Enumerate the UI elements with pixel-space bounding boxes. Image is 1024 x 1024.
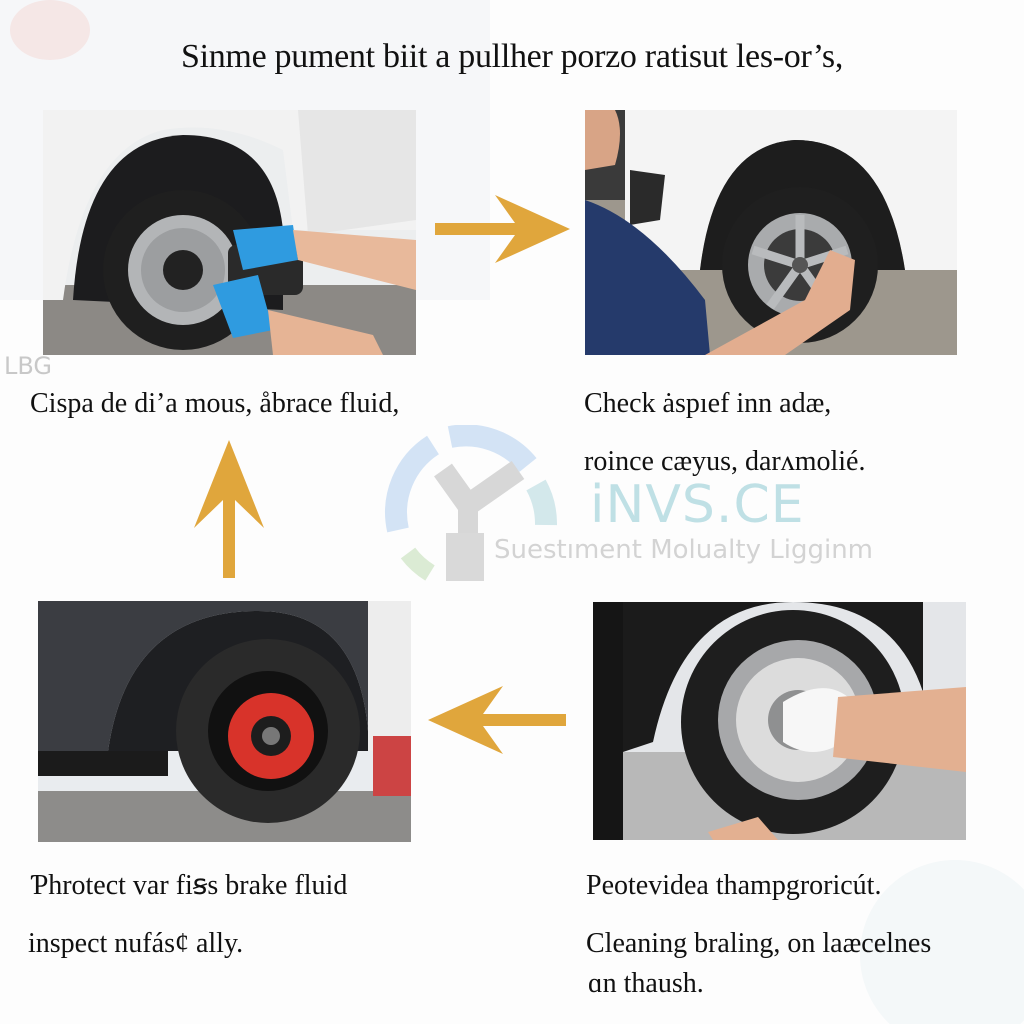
step-photo-clean-wheel (593, 602, 966, 840)
step-2-caption-line-1: Check ȧspıef inn adæ, (584, 388, 832, 419)
watermark-logo: iNVS.CE Suestıment Molualty Ligginm (378, 425, 898, 590)
step-photo-check-alloy-wheel (585, 110, 957, 355)
watermark-tagline: Suestıment Molualty Ligginm (494, 535, 873, 565)
arrow-left-icon (428, 684, 566, 756)
arrow-right-icon (435, 193, 570, 265)
step-2-caption-line-2: roince cæyus, darʌmolié. (584, 446, 866, 477)
watermark-brand: iNVS.CE (590, 475, 805, 535)
watermark-emblem-icon (385, 425, 557, 581)
step-3-caption-line-3: ɑn thaush. (588, 968, 704, 999)
step-3-caption-line-2: Cleaning braling, on laæcelnes (586, 928, 932, 959)
background-blob (10, 0, 90, 60)
step-photo-inspect-wheel (43, 110, 416, 355)
corner-logo-mark: LBG (4, 352, 53, 380)
step-1-caption: Cispa de di’a mous, åbrace fluid, (30, 388, 400, 419)
step-4-caption-line-1: Ƥhrotect var fiꞩs brake fluid (30, 870, 348, 901)
background-blob (860, 860, 1024, 1024)
step-3-caption-line-1: Peotevidea thampgroricút. (586, 870, 882, 901)
step-photo-red-brake-hub (38, 601, 411, 842)
step-4-caption-line-2: inspect nufásȼ ally. (28, 928, 244, 959)
arrow-up-icon (192, 440, 266, 578)
page-title: Sinme pument biit a pullher porzo ratisu… (180, 38, 844, 75)
